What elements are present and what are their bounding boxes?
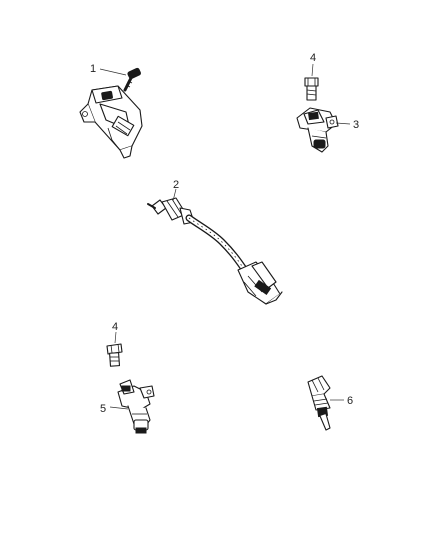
callout-4-bottom-leader (114, 331, 117, 344)
callout-3-leader (335, 122, 351, 125)
callout-5-leader (109, 406, 129, 410)
part-2-sensor-harness (147, 197, 283, 305)
part-1-bolt (123, 67, 141, 92)
callout-1: 1 (90, 63, 96, 75)
part-4-bolt-top (304, 77, 319, 101)
callout-2: 2 (173, 179, 179, 191)
callout-4-bottom: 4 (112, 321, 118, 333)
callout-1-leader (99, 68, 127, 76)
callout-4-top-leader (311, 63, 314, 77)
part-3-position-sensor (296, 107, 339, 153)
part-1-pressure-sensor (79, 67, 143, 159)
callout-3: 3 (353, 119, 359, 131)
callout-6: 6 (347, 395, 353, 407)
part-5-position-sensor (117, 379, 155, 434)
callout-2-leader (172, 188, 177, 202)
callout-4-top: 4 (310, 52, 316, 64)
part-6-temperature-sensor (307, 375, 331, 431)
callout-5: 5 (100, 403, 106, 415)
part-4-bolt-bottom (106, 343, 123, 367)
